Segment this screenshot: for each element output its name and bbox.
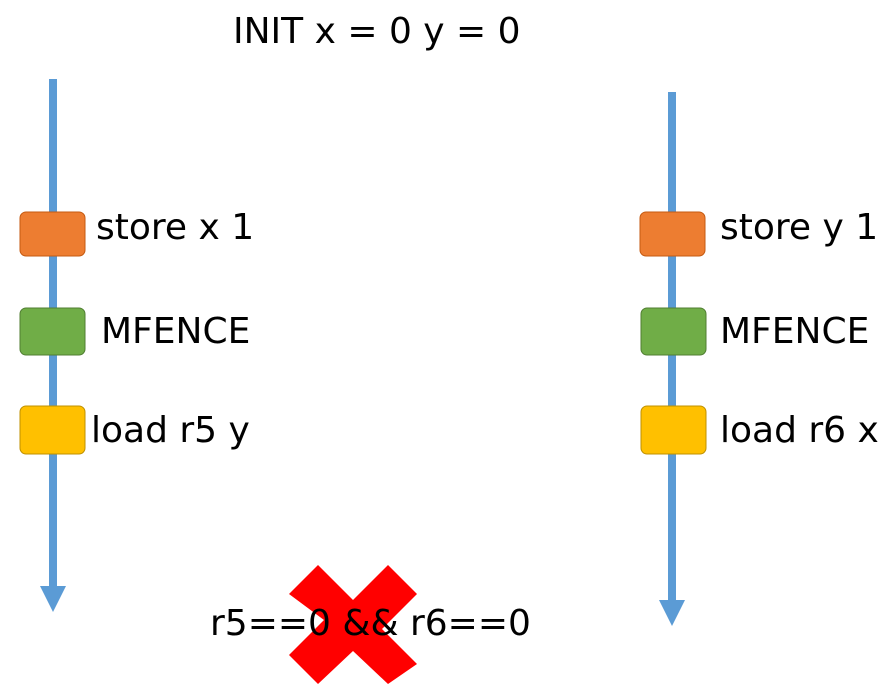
thread-2-load-block — [640, 405, 707, 455]
thread-2-store-label: store y 1 — [720, 207, 879, 248]
thread-1-store-label: store x 1 — [96, 207, 255, 248]
timeline-arrowhead-icon — [659, 600, 685, 626]
thread-1-load-block — [19, 405, 86, 455]
red-cross-icon — [289, 565, 417, 684]
thread-2-fence-block — [640, 307, 707, 356]
thread-1-load-label: load r5 y — [91, 410, 250, 451]
init-title: INIT x = 0 y = 0 — [233, 11, 521, 52]
thread-1-fence-block — [19, 307, 86, 356]
forbidden-outcome-label: r5==0 && r6==0 — [210, 603, 531, 644]
thread-2-load-label: load r6 x — [720, 410, 879, 451]
timeline-arrowhead-icon — [40, 586, 66, 612]
thread-2-fence-label: MFENCE — [720, 311, 870, 352]
thread-1-fence-label: MFENCE — [101, 311, 251, 352]
thread-2-store-block — [639, 211, 706, 257]
thread-2-timeline — [659, 92, 685, 626]
thread-1-store-block — [19, 211, 86, 257]
